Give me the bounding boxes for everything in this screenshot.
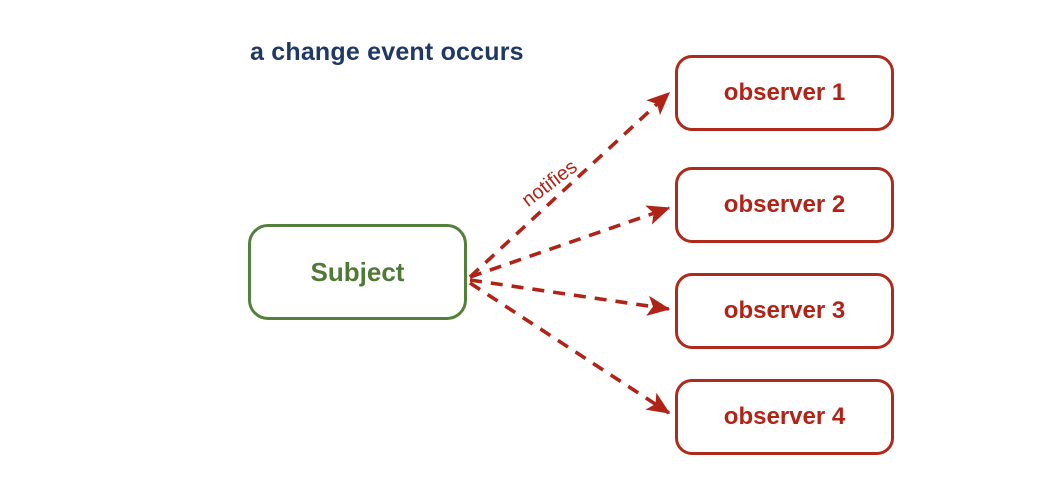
node-observer-1[interactable]: observer 1 bbox=[675, 55, 894, 131]
edge-subject-to-observer-4 bbox=[469, 281, 671, 415]
node-observer-3-label: observer 3 bbox=[723, 297, 846, 324]
diagram-caption: a change event occurs bbox=[250, 38, 524, 66]
edge-subject-to-observer-3 bbox=[469, 278, 671, 316]
node-observer-1-label: observer 1 bbox=[723, 79, 846, 106]
node-subject[interactable]: Subject bbox=[248, 224, 467, 320]
node-observer-2-label: observer 2 bbox=[723, 191, 846, 218]
node-subject-label: Subject bbox=[310, 256, 405, 287]
edge-subject-to-observer-1 bbox=[468, 91, 671, 279]
node-observer-4[interactable]: observer 4 bbox=[675, 379, 894, 455]
edge-subject-to-observer-2 bbox=[469, 205, 671, 279]
node-observer-2[interactable]: observer 2 bbox=[675, 167, 894, 243]
node-observer-3[interactable]: observer 3 bbox=[675, 273, 894, 349]
node-observer-4-label: observer 4 bbox=[723, 403, 846, 430]
